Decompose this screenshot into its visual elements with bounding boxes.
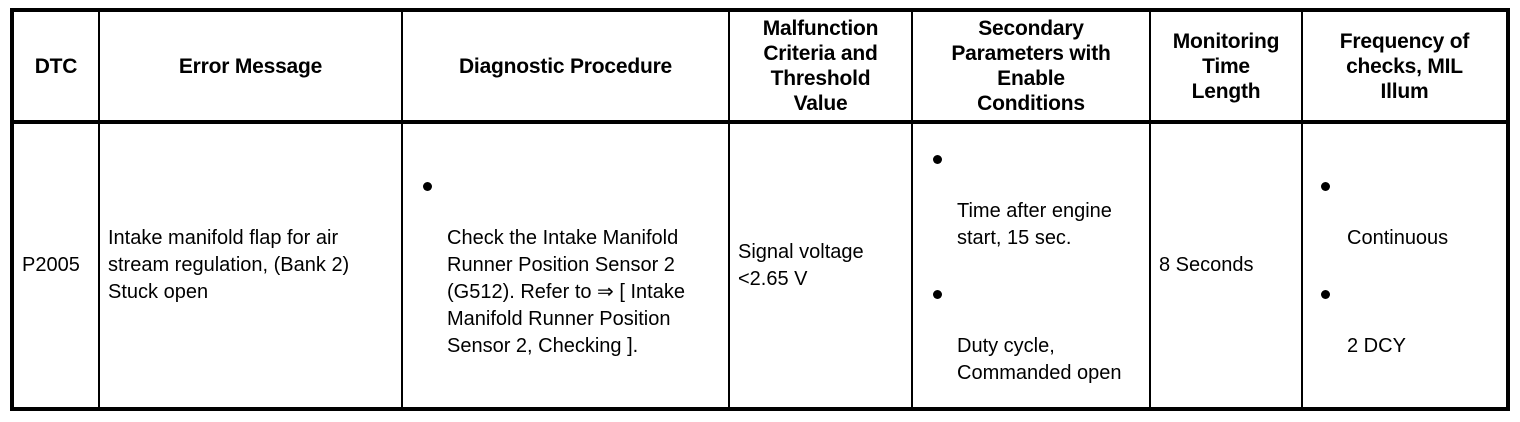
list-item: Time after engine start, 15 sec. (921, 144, 1141, 252)
bullet-icon (1321, 182, 1330, 191)
dtc-code-value: P2005 (22, 254, 80, 276)
bullet-icon (933, 155, 942, 164)
table-row: P2005 Intake manifold flap for air strea… (11, 122, 1509, 409)
monitoring-time-length-value: 8 Seconds (1159, 254, 1254, 276)
column-header-frequency-of-checks: Frequency of checks, MIL Illum (1301, 10, 1509, 124)
bullet-icon (423, 182, 432, 191)
dtc-table-container: DTC Error Message Diagnostic Procedure M… (10, 8, 1510, 411)
diagnostic-procedure-list: Check the Intake Manifold Runner Positio… (411, 171, 720, 360)
list-item: Duty cycle, Commanded open (921, 279, 1141, 387)
cell-secondary-parameters: Time after engine start, 15 sec. Duty cy… (911, 122, 1151, 409)
column-header-dtc: DTC (11, 10, 100, 124)
cell-malfunction-criteria: Signal voltage <2.65 V (728, 122, 913, 409)
list-item-label: Continuous (1347, 227, 1449, 249)
cell-diagnostic-procedure: Check the Intake Manifold Runner Positio… (401, 122, 730, 409)
list-item-label: 2 DCY (1347, 335, 1406, 357)
column-header-diagnostic-procedure: Diagnostic Procedure (401, 10, 730, 124)
error-message-value: Intake manifold flap for air stream regu… (108, 227, 350, 303)
list-item: 2 DCY (1311, 279, 1498, 360)
dtc-table: DTC Error Message Diagnostic Procedure M… (10, 8, 1510, 411)
list-item-label: Check the Intake Manifold Runner Positio… (447, 227, 685, 357)
column-header-error-message: Error Message (98, 10, 403, 124)
column-header-monitoring-time-length: Monitoring Time Length (1149, 10, 1303, 124)
cell-error-message: Intake manifold flap for air stream regu… (98, 122, 403, 409)
table-header-row: DTC Error Message Diagnostic Procedure M… (11, 10, 1509, 124)
column-header-malfunction-criteria: Malfunction Criteria and Threshold Value (728, 10, 913, 124)
list-item: Check the Intake Manifold Runner Positio… (411, 171, 720, 360)
frequency-of-checks-list: Continuous 2 DCY (1311, 171, 1498, 360)
cell-frequency-of-checks: Continuous 2 DCY (1301, 122, 1509, 409)
bullet-icon (933, 290, 942, 299)
list-item-label: Time after engine start, 15 sec. (957, 200, 1112, 249)
list-item: Continuous (1311, 171, 1498, 252)
bullet-icon (1321, 290, 1330, 299)
secondary-parameters-list: Time after engine start, 15 sec. Duty cy… (921, 144, 1141, 387)
cell-dtc-code: P2005 (11, 122, 100, 409)
list-item-label: Duty cycle, Commanded open (957, 335, 1122, 384)
malfunction-criteria-value: Signal voltage <2.65 V (738, 240, 864, 290)
column-header-secondary-parameters: Secondary Parameters with Enable Conditi… (911, 10, 1151, 124)
cell-monitoring-time-length: 8 Seconds (1149, 122, 1303, 409)
